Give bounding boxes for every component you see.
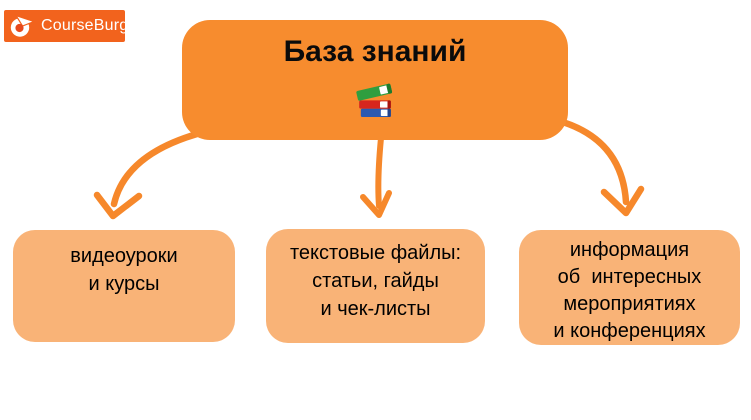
books-stack-icon: [350, 75, 400, 124]
arrow-right: [552, 116, 645, 217]
logo-wordmark: CourseBurg: [41, 17, 129, 34]
root-node-title: База знаний: [283, 35, 467, 68]
courseburg-compass-icon: [9, 13, 35, 39]
child-node-video-courses: видеоуроки и курсы: [13, 230, 235, 342]
root-node-knowledge-base: База знаний: [182, 20, 568, 140]
child-node-events-info: информация об интересных мероприятиях и …: [519, 230, 740, 345]
courseburg-logo: CourseBurg: [4, 10, 129, 42]
arrow-middle: [360, 135, 392, 218]
child-node-text-files: текстовые файлы: статьи, гайды и чек-лис…: [266, 229, 485, 343]
